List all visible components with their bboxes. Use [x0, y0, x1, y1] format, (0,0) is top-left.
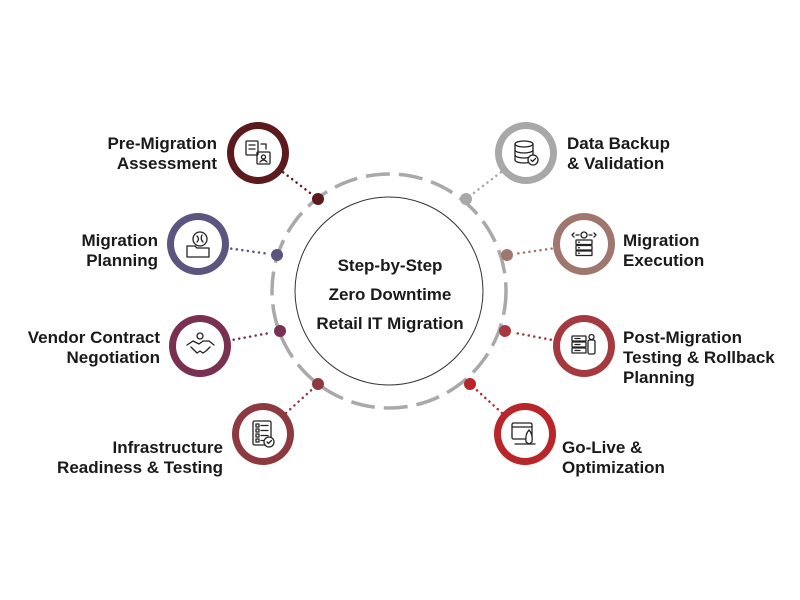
connector-dotted-line: [232, 331, 274, 341]
step-label-line: & Validation: [567, 154, 665, 173]
connector-dotted-line: [474, 387, 504, 415]
step-label-line: Negotiation: [66, 348, 161, 367]
step-label-line: Vendor Contract: [27, 328, 160, 347]
rocket-launch-icon: [511, 422, 536, 445]
center-title: Step-by-Step Zero Downtime Retail IT Mig…: [295, 251, 485, 338]
server-settings-icon: [571, 231, 597, 257]
step-label-pre-migration: Pre-Migration Assessment: [107, 134, 217, 174]
step-node: [464, 378, 556, 465]
ring-dot: [464, 378, 476, 390]
step-node: [501, 213, 615, 275]
icon-badge-inner: [501, 410, 549, 458]
database-check-icon: [514, 140, 539, 166]
step-label-line: Post-Migration: [623, 328, 742, 347]
step-node: [167, 213, 283, 275]
step-label-vendor-contract: Vendor Contract Negotiation: [28, 328, 160, 368]
step-label-data-backup: Data Backup & Validation: [567, 134, 670, 174]
step-label-line: Assessment: [116, 154, 217, 173]
step-label-line: Testing & Rollback: [623, 348, 775, 367]
step-label-line: Execution: [623, 251, 705, 270]
ring-dot: [499, 325, 511, 337]
step-label-line: Go-Live &: [562, 438, 643, 457]
outer-dashed-ring: [270, 172, 508, 410]
icon-badge-inner: [174, 220, 222, 268]
step-label-line: Infrastructure: [112, 438, 223, 457]
connector-dotted-line: [511, 331, 553, 341]
step-node: [232, 378, 324, 465]
center-circle: [294, 196, 484, 386]
step-label-line: Migration: [81, 231, 159, 250]
ring-dot: [312, 193, 324, 205]
checklist-icon: [252, 420, 275, 448]
step-label-line: Pre-Migration: [107, 134, 217, 153]
step-node: [227, 122, 324, 205]
handshake-icon: [186, 332, 215, 354]
ring-dot: [460, 193, 472, 205]
server-test-icon: [571, 333, 596, 355]
icon-badge-inner: [560, 322, 608, 370]
center-title-line-2: Zero Downtime: [328, 285, 452, 304]
document-transfer-icon: [245, 140, 271, 165]
step-label-line: Readiness & Testing: [57, 458, 223, 477]
icon-badge-inner: [176, 322, 224, 370]
step-label-line: Planning: [623, 368, 695, 387]
step-label-migration-execution: Migration Execution: [623, 231, 704, 271]
connector-dotted-line: [470, 171, 503, 196]
step-node: [499, 315, 615, 377]
step-label-migration-planning: Migration Planning: [82, 231, 159, 271]
step-label-line: Planning: [86, 251, 158, 270]
center-title-line-1: Step-by-Step: [337, 256, 443, 275]
step-label-post-migration: Post-Migration Testing & Rollback Planni…: [623, 328, 775, 388]
connector-dotted-line: [513, 247, 553, 256]
connector-dotted-line: [281, 171, 314, 196]
connector-dotted-line: [229, 247, 271, 256]
ring-dot: [501, 249, 513, 261]
ring-dot: [274, 325, 286, 337]
step-node: [460, 122, 557, 205]
icon-badge-inner: [239, 410, 287, 458]
ring-dot: [312, 378, 324, 390]
step-label-line: Data Backup: [567, 134, 670, 153]
step-label-infrastructure: Infrastructure Readiness & Testing: [57, 438, 223, 478]
step-label-line: Optimization: [562, 458, 665, 477]
step-node: [169, 315, 286, 377]
brain-folder-icon: [186, 231, 210, 258]
step-label-line: Migration: [623, 231, 700, 250]
step-label-go-live: Go-Live & Optimization: [562, 438, 665, 478]
center-title-line-3: Retail IT Migration: [316, 314, 464, 333]
connector-dotted-line: [284, 387, 314, 415]
ring-dot: [271, 249, 283, 261]
